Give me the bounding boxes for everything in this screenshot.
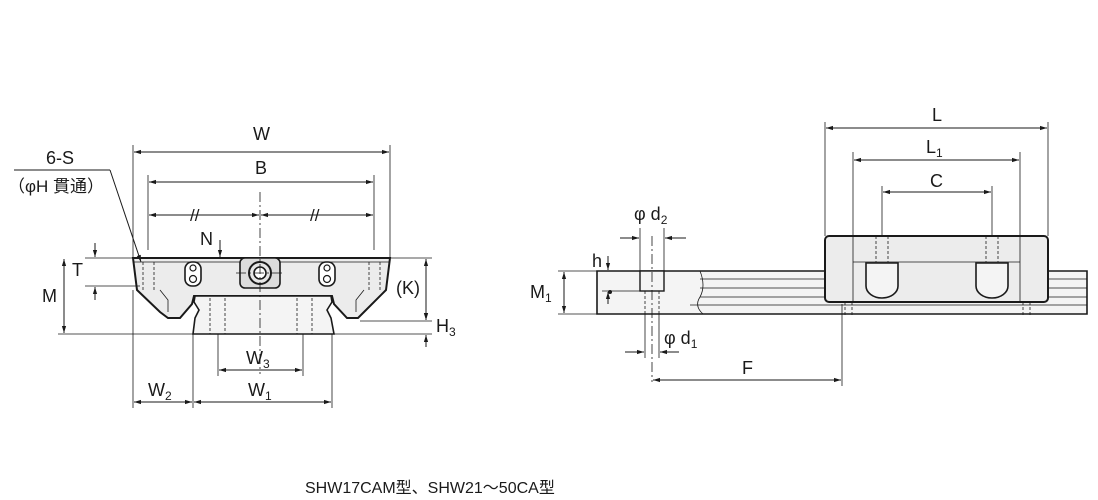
callout-phi-H: （φH 貫通） (8, 177, 104, 196)
dim-label-H3: H3 (436, 316, 456, 339)
parallel-mark-right: // (310, 206, 320, 225)
dim-label-d2: φ d2 (634, 204, 668, 227)
dim-label-B: B (255, 158, 267, 178)
dim-label-W1: W1 (248, 380, 272, 403)
front-view-rail (192, 295, 335, 335)
dim-label-L1: L1 (926, 137, 943, 160)
figure-caption: SHW17CAM型、SHW21～50CA型 (305, 480, 555, 497)
dim-label-h: h (592, 251, 602, 271)
dim-label-T: T (72, 260, 83, 280)
dim-label-L: L (932, 105, 942, 125)
front-view: W B // // N T M (K) H3 (8, 124, 456, 408)
dim-label-M1: M1 (530, 282, 552, 305)
parallel-mark-left: // (190, 206, 200, 225)
dim-label-C: C (930, 171, 943, 191)
side-view-block (824, 235, 1049, 303)
dim-label-N: N (200, 229, 213, 249)
dim-label-W: W (253, 124, 270, 144)
dim-label-M: M (42, 286, 57, 306)
dim-label-d1: φ d1 (664, 328, 698, 351)
side-view: L L1 C φ d2 h M1 φ d1 (530, 105, 1088, 386)
dim-label-F: F (742, 358, 753, 378)
dim-label-W2: W2 (148, 380, 172, 403)
dim-label-W3: W3 (246, 348, 270, 371)
dim-label-K: (K) (396, 278, 420, 298)
callout-6-S: 6-S (46, 148, 74, 168)
